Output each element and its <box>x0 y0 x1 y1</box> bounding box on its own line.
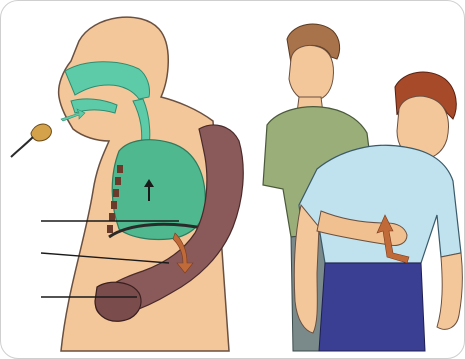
rescuer-face <box>289 46 333 102</box>
foreign-object <box>31 124 51 141</box>
foreign-object-stem <box>11 137 33 157</box>
victim-pants <box>319 263 425 351</box>
victim-arm-left <box>294 205 319 333</box>
rescuer-fist <box>95 282 141 321</box>
victim-arm-right <box>437 253 462 329</box>
abdominal-thrust-scene <box>263 24 462 351</box>
anatomical-cross-section <box>11 17 243 351</box>
